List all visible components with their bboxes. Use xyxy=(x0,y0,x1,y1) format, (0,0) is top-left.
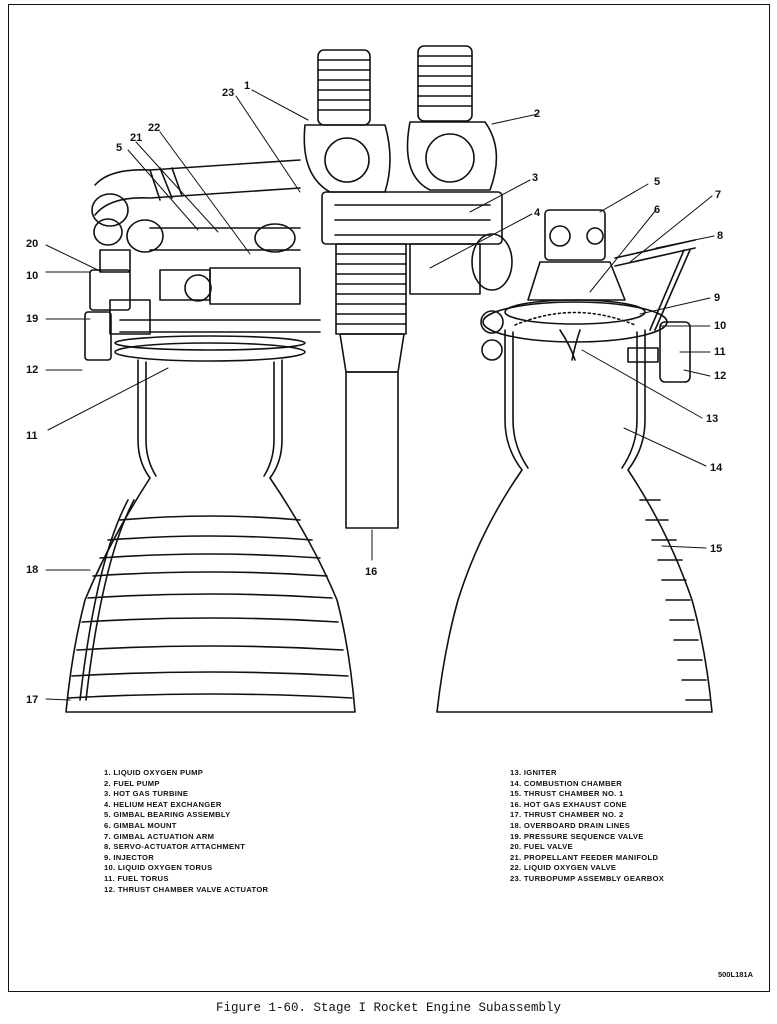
callout-12-left: 12 xyxy=(26,364,39,376)
callout-14: 14 xyxy=(710,462,723,474)
legend-item: 20. FUEL VALVE xyxy=(510,842,573,852)
legend-item: 22. LIQUID OXYGEN VALVE xyxy=(510,863,617,873)
thrust-chamber-left xyxy=(65,335,356,713)
callout-19: 19 xyxy=(26,313,39,325)
callout-10-left: 10 xyxy=(26,270,39,282)
thrust-chamber-right xyxy=(436,209,713,713)
legend-item: 19. PRESSURE SEQUENCE VALVE xyxy=(510,831,644,841)
figure-frame xyxy=(8,4,770,992)
legend-item: 21. PROPELLANT FEEDER MANIFOLD xyxy=(510,852,659,862)
legend-item: 8. SERVO-ACTUATOR ATTACHMENT xyxy=(104,842,246,852)
callout-18: 18 xyxy=(26,564,39,576)
callout-3: 3 xyxy=(532,172,539,184)
callout-11-left: 11 xyxy=(26,430,38,442)
legend-item: 2. FUEL PUMP xyxy=(104,778,160,788)
legend-item: 10. LIQUID OXYGEN TORUS xyxy=(104,863,213,873)
legend-item: 11. FUEL TORUS xyxy=(104,873,169,883)
callout-1: 1 xyxy=(244,80,251,92)
legend-right: 13. IGNITER 14. COMBUSTION CHAMBER 15. T… xyxy=(510,768,664,885)
legend-left: 1. LIQUID OXYGEN PUMP 2. FUEL PUMP 3. HO… xyxy=(104,768,268,895)
callout-16: 16 xyxy=(365,566,378,578)
callout-5-right: 5 xyxy=(654,176,661,188)
callout-17: 17 xyxy=(26,694,39,706)
legend-item: 18. OVERBOARD DRAIN LINES xyxy=(510,820,631,830)
legend-item: 3. HOT GAS TURBINE xyxy=(104,789,189,799)
callout-20: 20 xyxy=(26,238,39,250)
callout-6: 6 xyxy=(654,204,661,216)
callout-21: 21 xyxy=(130,132,143,144)
callout-2: 2 xyxy=(534,108,541,120)
legend-item: 1. LIQUID OXYGEN PUMP xyxy=(104,768,204,777)
figure-caption: Figure 1-60. Stage I Rocket Engine Subas… xyxy=(215,1001,562,1015)
legend-item: 9. INJECTOR xyxy=(104,852,155,862)
legend-item: 6. GIMBAL MOUNT xyxy=(104,820,177,830)
callout-7: 7 xyxy=(715,189,722,201)
legend-item: 23. TURBOPUMP ASSEMBLY GEARBOX xyxy=(510,873,665,883)
callout-8: 8 xyxy=(717,230,724,242)
callout-5-left: 5 xyxy=(116,142,123,154)
callout-13: 13 xyxy=(706,413,719,425)
legend-item: 7. GIMBAL ACTUATION ARM xyxy=(104,831,215,841)
drawing-number: 500L181A xyxy=(717,970,753,979)
callout-9: 9 xyxy=(714,292,721,304)
legend-item: 17. THRUST CHAMBER NO. 2 xyxy=(510,810,624,820)
legend-item: 15. THRUST CHAMBER NO. 1 xyxy=(510,789,624,799)
callout-22: 22 xyxy=(148,122,161,134)
callout-15: 15 xyxy=(710,543,723,555)
callout-4: 4 xyxy=(534,207,541,219)
legend-item: 14. COMBUSTION CHAMBER xyxy=(510,778,623,788)
legend-item: 12. THRUST CHAMBER VALVE ACTUATOR xyxy=(104,884,269,894)
legend-item: 5. GIMBAL BEARING ASSEMBLY xyxy=(104,810,231,820)
legend-item: 13. IGNITER xyxy=(510,768,557,777)
callout-10-right: 10 xyxy=(714,320,727,332)
legend-item: 4. HELIUM HEAT EXCHANGER xyxy=(104,799,222,809)
turbopump-assembly xyxy=(303,45,513,529)
callout-12-right: 12 xyxy=(714,370,727,382)
propellant-plumbing xyxy=(84,159,321,361)
legend-item: 16. HOT GAS EXHAUST CONE xyxy=(510,799,627,809)
callout-23: 23 xyxy=(222,87,235,99)
leader-lines xyxy=(45,89,715,701)
callout-11-right: 11 xyxy=(714,346,726,358)
